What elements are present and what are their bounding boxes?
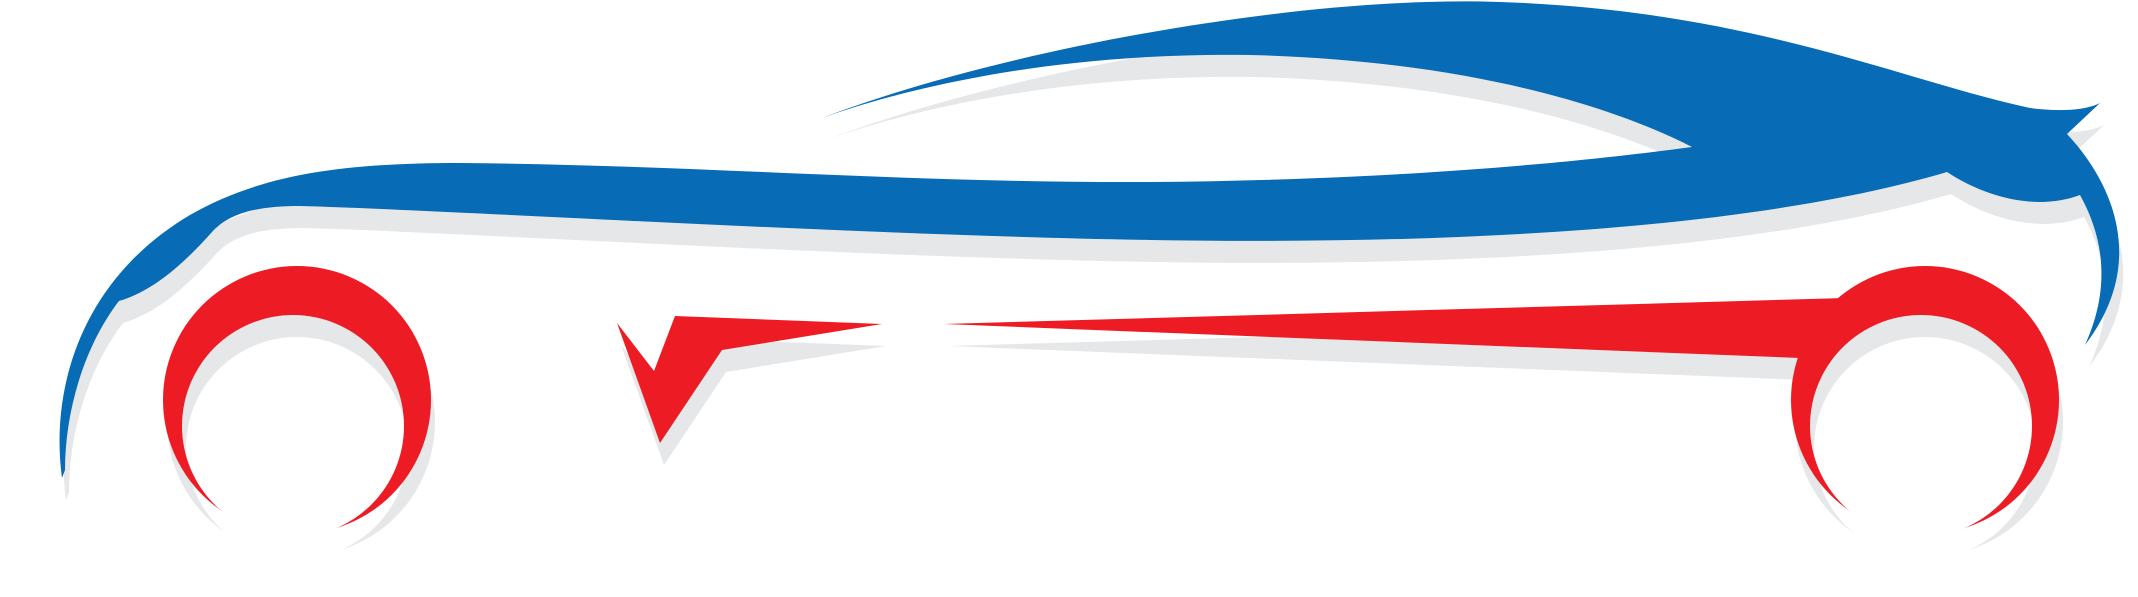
door-line [944,298,1845,358]
check-mark [617,316,882,443]
